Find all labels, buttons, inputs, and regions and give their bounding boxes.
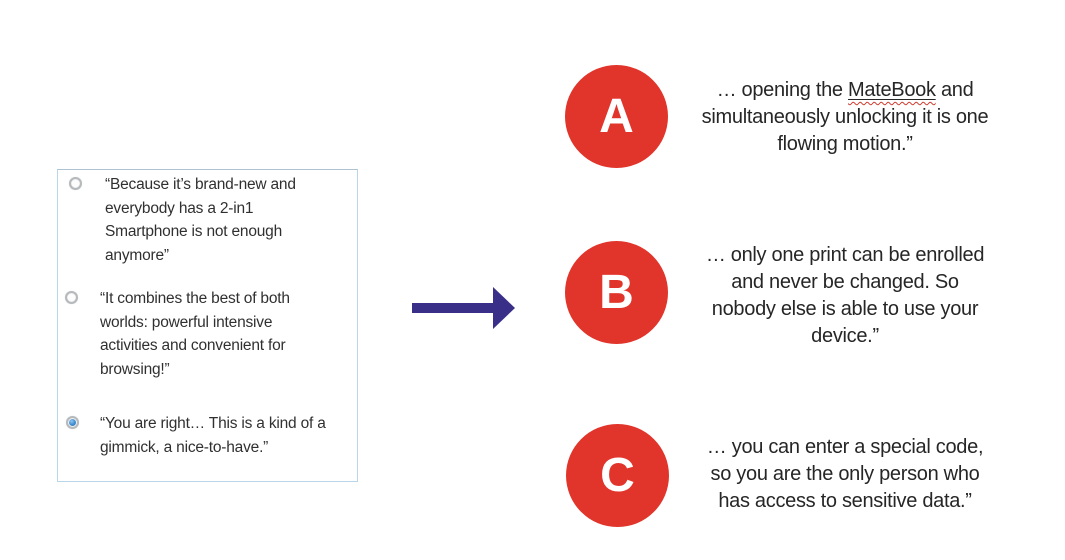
answer-a-underlined-word-wrap: MateBook [848,79,936,101]
answer-badge-a: A [565,65,668,168]
quiz-options-panel: “Because it’s brand-new and everybody ha… [57,169,358,482]
quiz-option-1-text: “Because it’s brand-new and everybody ha… [105,173,296,267]
option-line: “Because it’s brand-new and [105,176,296,193]
radio-button-option-3[interactable] [66,416,79,429]
answer-b-line-1: … only one print can be enrolled [705,244,985,266]
answer-b-line-4: device.” [811,325,879,347]
answer-badge-b: B [565,241,668,344]
option-line: browsing!” [100,360,170,378]
answer-b-line-2: and never be changed. So [731,271,959,293]
answer-a-line-2: simultaneously unlocking it is one [701,106,989,128]
quiz-option-3-text: “You are right… This is a kind of a gimm… [100,412,326,459]
right-arrow-shaft [412,303,493,313]
answer-c-text: … you can enter a special code, so you a… [672,434,1018,515]
answer-a-line-3: flowing motion.” [777,133,913,155]
option-line: everybody has a 2-in1 [105,199,254,217]
right-arrow-head [493,287,515,329]
option-line: Smartphone is not enough [105,223,283,240]
answer-badge-b-letter: B [599,265,634,319]
answer-c-line-3: has access to sensitive data.” [718,490,972,512]
answer-a-misspelled-word: MateBook [848,79,936,101]
quiz-option-2-text: “It combines the best of both worlds: po… [100,287,290,381]
answer-a-line-1-pre: … opening the [716,79,849,101]
answer-b-text: … only one print can be enrolled and nev… [672,242,1018,350]
option-line: worlds: powerful intensive [100,313,273,331]
option-line: activities and convenient for [100,337,286,354]
answer-c-line-1: … you can enter a special code, [706,436,984,458]
answer-b-line-3: nobody else is able to use your [711,298,979,320]
option-line: “It combines the best of both [100,290,290,307]
answer-c-line-2: so you are the only person who [710,463,980,485]
radio-button-option-1[interactable] [69,177,82,190]
option-line: gimmick, a nice-to-have.” [100,438,269,456]
answer-a-line-1-post: and [935,79,974,101]
radio-button-option-2[interactable] [65,291,78,304]
option-line: “You are right… This is a kind of a [100,415,326,432]
answer-badge-a-letter: A [599,89,634,143]
answer-badge-c: C [566,424,669,527]
answer-a-text: … opening the MateBook and simultaneousl… [672,77,1018,158]
option-line: anymore” [105,246,169,264]
answer-badge-c-letter: C [600,448,635,502]
answer-a-line-1: … opening the MateBook and [672,77,1018,104]
